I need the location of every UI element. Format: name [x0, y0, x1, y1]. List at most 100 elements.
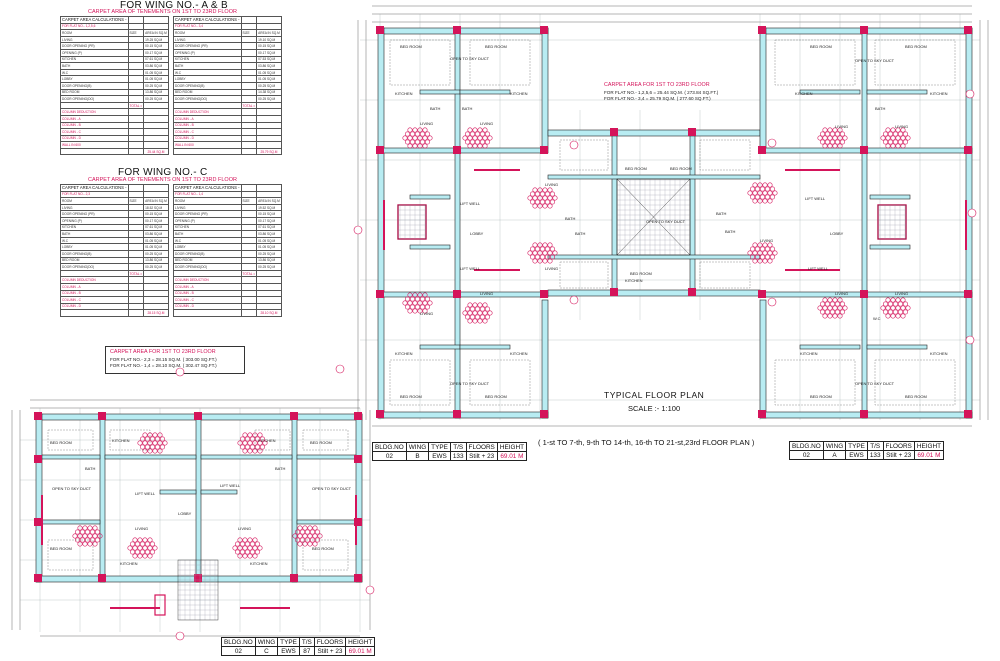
svg-text:KITCHEN: KITCHEN [258, 438, 276, 443]
svg-text:LIVING: LIVING [895, 124, 908, 129]
svg-text:KITCHEN: KITCHEN [800, 351, 818, 356]
svg-text:KITCHEN: KITCHEN [510, 91, 528, 96]
carpet-c-title: CARPET AREA FOR 1ST TO 23RD FLOOR [110, 349, 216, 355]
svg-text:BED ROOM: BED ROOM [810, 44, 832, 49]
carpet-c-line2: FOR FLAT NO.- 1,4 = 28.10 SQ.M. ( 302.47… [110, 363, 217, 368]
carpet-area-wing-c: CARPET AREA FOR 1ST TO 23RD FLOOR FOR FL… [105, 346, 245, 374]
wing-ab-title: FOR WING NO.- A & B [120, 0, 228, 11]
svg-text:BED ROOM: BED ROOM [485, 394, 507, 399]
wing-ab-table-1: CARPET AREA CALCULATIONS -FOR FLAT NO.- … [60, 16, 169, 156]
svg-text:LIVING: LIVING [545, 266, 558, 271]
svg-text:LIVING: LIVING [895, 291, 908, 296]
plan-floor-range: ( 1-st TO 7-th, 9-th TO 14-th, 16-th TO … [538, 438, 755, 447]
svg-text:KITCHEN: KITCHEN [795, 91, 813, 96]
plan-scale: SCALE :- 1:100 [628, 404, 681, 413]
wing-ab-subtitle: CARPET AREA OF TENEMENTS ON 1ST TO 23RD … [88, 9, 237, 15]
svg-text:BED ROOM: BED ROOM [312, 546, 334, 551]
carpet-calc-table: CARPET AREA CALCULATIONS -FOR FLAT NO.- … [60, 16, 169, 156]
carpet-ab-line1: FOR FLAT NO.- 1,2,5,6 = 25.44 SQ.M. ( 27… [604, 90, 719, 95]
table-cell: 28.15 SQ.M [143, 309, 169, 317]
svg-text:BATH: BATH [725, 229, 735, 234]
svg-text:KITCHEN: KITCHEN [250, 561, 268, 566]
svg-text:OPEN TO SKY DUCT: OPEN TO SKY DUCT [52, 486, 92, 491]
carpet-calc-table: CARPET AREA CALCULATIONS -FOR FLAT NO.- … [60, 184, 169, 317]
svg-text:LIVING: LIVING [835, 124, 848, 129]
svg-text:LIFT WELL: LIFT WELL [460, 201, 481, 206]
svg-text:KITCHEN: KITCHEN [112, 438, 130, 443]
svg-text:BATH: BATH [565, 216, 575, 221]
table-row: 25.44 SQ.M [60, 147, 169, 156]
svg-text:LIVING: LIVING [420, 121, 433, 126]
svg-text:BED ROOM: BED ROOM [630, 271, 652, 276]
svg-text:KITCHEN: KITCHEN [625, 278, 643, 283]
wing-c-subtitle: CARPET AREA OF TENEMENTS ON 1ST TO 23RD … [88, 177, 237, 183]
svg-text:BATH: BATH [575, 231, 585, 236]
svg-text:LIVING: LIVING [835, 291, 848, 296]
svg-text:KITCHEN: KITCHEN [120, 561, 138, 566]
svg-text:KITCHEN: KITCHEN [395, 351, 413, 356]
svg-text:LIVING: LIVING [545, 182, 558, 187]
svg-text:OPEN TO SKY DUCT: OPEN TO SKY DUCT [450, 56, 490, 61]
carpet-calc-table: CARPET AREA CALCULATIONS -FOR FLAT NO.- … [173, 184, 282, 317]
svg-text:LIVING: LIVING [135, 526, 148, 531]
table-cell [60, 147, 129, 156]
carpet-c-line1: FOR FLAT NO.- 2,3 = 28.15 SQ.M. ( 303.00… [110, 357, 217, 362]
svg-text:LIVING: LIVING [760, 238, 773, 243]
table-row: 28.15 SQ.M [60, 309, 169, 317]
svg-text:LIVING: LIVING [238, 526, 251, 531]
wing-ab-table-2: CARPET AREA CALCULATIONS -FOR FLAT NO.- … [173, 16, 282, 156]
svg-text:BED ROOM: BED ROOM [905, 394, 927, 399]
svg-text:W.C: W.C [873, 316, 881, 321]
wing-c-title: FOR WING NO.- C [118, 167, 208, 178]
table-row: 28.10 SQ.M [173, 309, 282, 317]
svg-text:OPEN TO SKY DUCT: OPEN TO SKY DUCT [855, 58, 895, 63]
svg-text:BED ROOM: BED ROOM [485, 44, 507, 49]
svg-text:LIFT WELL: LIFT WELL [135, 491, 156, 496]
svg-text:LOBBY: LOBBY [470, 231, 484, 236]
svg-text:LIFT WELL: LIFT WELL [805, 196, 826, 201]
table-cell: 25.44 SQ.M [143, 147, 169, 156]
svg-text:BATH: BATH [462, 106, 472, 111]
svg-text:OPEN TO SKY DUCT: OPEN TO SKY DUCT [646, 219, 686, 224]
svg-text:LIVING: LIVING [480, 121, 493, 126]
svg-text:BATH: BATH [85, 466, 95, 471]
table-cell: 28.10 SQ.M [256, 309, 282, 317]
svg-text:KITCHEN: KITCHEN [395, 91, 413, 96]
svg-text:KITCHEN: KITCHEN [510, 351, 528, 356]
plan-title: TYPICAL FLOOR PLAN [604, 390, 705, 400]
svg-text:LIFT WELL: LIFT WELL [220, 483, 241, 488]
table-cell: 25.79 SQ.M [256, 147, 282, 156]
svg-text:BED ROOM: BED ROOM [310, 440, 332, 445]
svg-text:OPEN TO SKY DUCT: OPEN TO SKY DUCT [855, 381, 895, 386]
svg-text:BED ROOM: BED ROOM [625, 166, 647, 171]
svg-text:BED ROOM: BED ROOM [50, 440, 72, 445]
wing-c-table-2: CARPET AREA CALCULATIONS -FOR FLAT NO.- … [173, 184, 282, 317]
svg-text:BATH: BATH [430, 106, 440, 111]
svg-text:OPEN TO SKY DUCT: OPEN TO SKY DUCT [450, 381, 490, 386]
svg-text:BATH: BATH [716, 211, 726, 216]
svg-text:BED ROOM: BED ROOM [670, 166, 692, 171]
svg-text:BATH: BATH [275, 466, 285, 471]
svg-text:LIFT WELL: LIFT WELL [460, 266, 481, 271]
svg-text:LOBBY: LOBBY [178, 511, 192, 516]
room-label: BED ROOM [400, 44, 422, 49]
table-row: 25.79 SQ.M [173, 147, 282, 156]
plan-wing-c: BED ROOM KITCHEN KITCHEN BED ROOM BATH B… [11, 364, 375, 641]
svg-text:OPEN TO SKY DUCT: OPEN TO SKY DUCT [312, 486, 352, 491]
svg-text:LIVING: LIVING [420, 311, 433, 316]
wing-c-table-1: CARPET AREA CALCULATIONS -FOR FLAT NO.- … [60, 184, 169, 317]
svg-text:BED ROOM: BED ROOM [810, 394, 832, 399]
table-cell [173, 309, 242, 317]
svg-text:BED ROOM: BED ROOM [905, 44, 927, 49]
carpet-ab-line2: FOR FLAT NO.- 3,4 = 25.79 SQ.M. ( 277.60… [604, 96, 711, 101]
carpet-calc-table: CARPET AREA CALCULATIONS -FOR FLAT NO.- … [173, 16, 282, 156]
carpet-ab-title: CARPET AREA FOR 1ST TO 23RD FLOOR [604, 82, 710, 88]
svg-text:BED ROOM: BED ROOM [400, 394, 422, 399]
table-cell [173, 147, 242, 156]
